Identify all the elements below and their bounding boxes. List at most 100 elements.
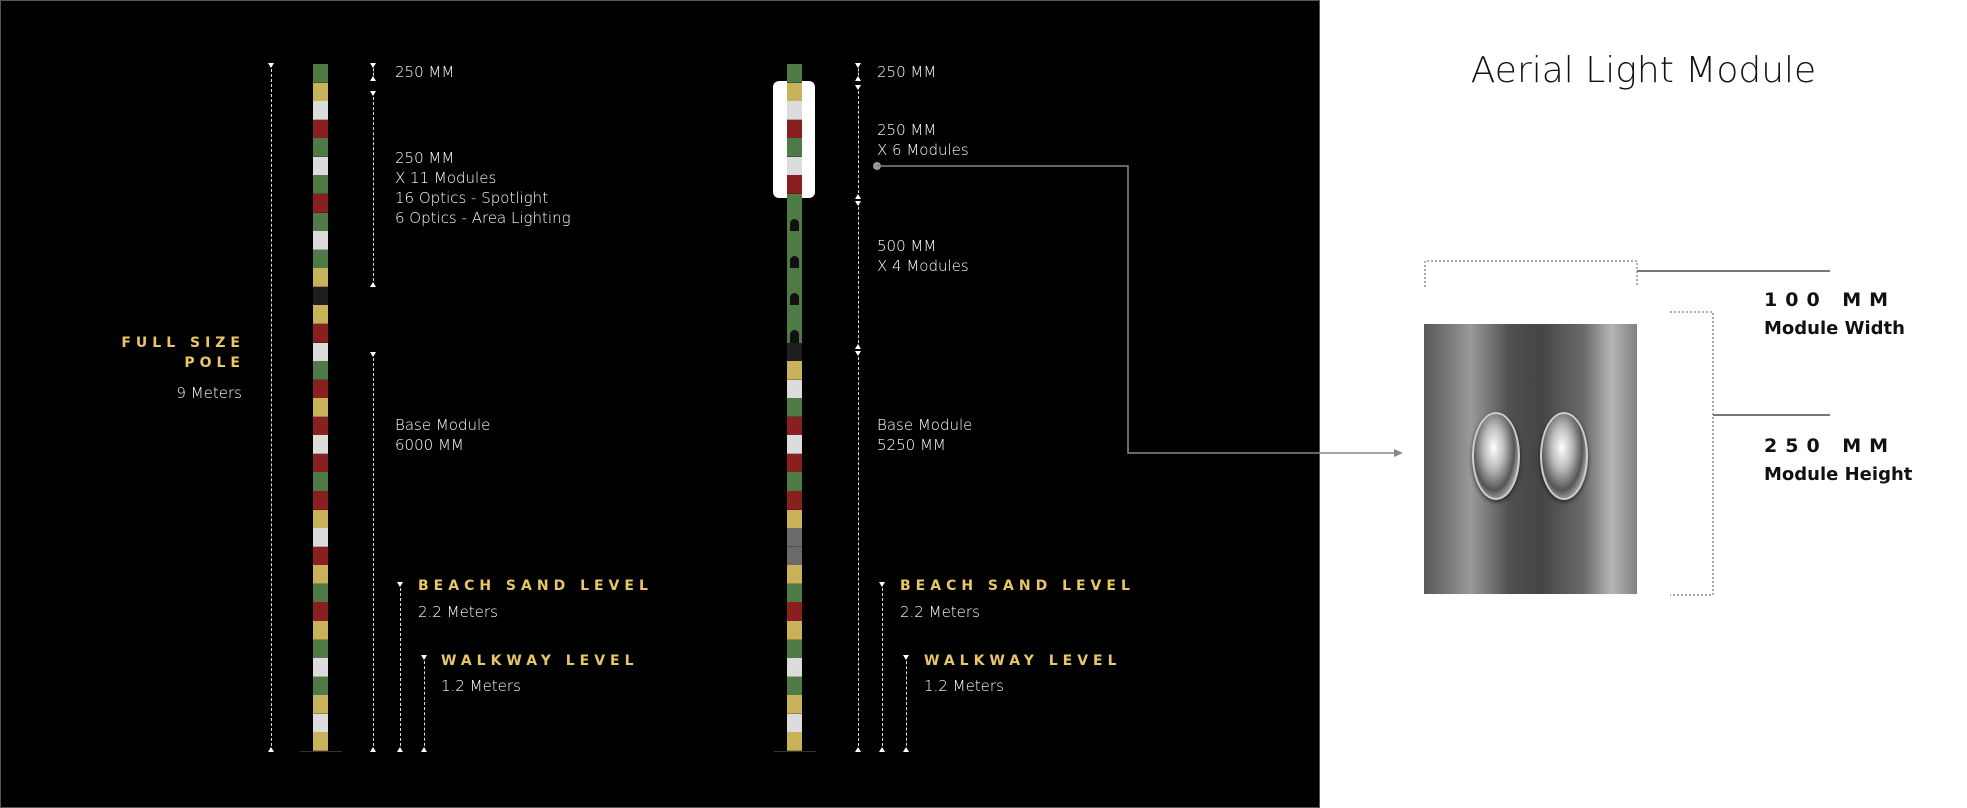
full-height-dimension [267, 63, 274, 752]
pole-segment-green [787, 472, 802, 492]
pole-segment-yellow [787, 695, 802, 715]
pole-segment-optic [787, 323, 802, 355]
beach-level-dimension [396, 582, 403, 752]
pole-segment-optic [787, 305, 802, 325]
pole-segment-red [787, 175, 802, 195]
walkway-level-value: 1.2 Meters [441, 677, 521, 695]
arrow-head-icon [1394, 449, 1403, 457]
full-size-heading: FULL SIZE [121, 335, 245, 351]
pole-segment-green [313, 175, 328, 195]
pole-segment-white [313, 435, 328, 455]
beach-level-dimension [878, 582, 885, 752]
pole-segment-green [313, 361, 328, 381]
pole-segment-yellow [313, 398, 328, 418]
ground-line [774, 751, 816, 752]
pole-segment-optic [787, 249, 802, 281]
light-module-image [1424, 324, 1637, 594]
top-module-label: 250 MM [877, 63, 937, 81]
pole-segment-green [787, 138, 802, 158]
pole-segment-green [787, 64, 802, 84]
text-line: 500 MM [877, 237, 937, 255]
pole-segment-red [313, 453, 328, 473]
top-module-dimension [369, 63, 376, 81]
modules-label: 250 MM X 11 Modules 16 Optics - Spotligh… [395, 148, 571, 228]
pole-segment-green [313, 583, 328, 603]
optic-icon [790, 219, 799, 244]
pole-segment-yellow [313, 268, 328, 288]
pole-segment-red [787, 453, 802, 473]
pole-segment-white [787, 435, 802, 455]
optic-icon [790, 256, 799, 281]
text-line: 6 Optics - Area Lighting [395, 209, 571, 227]
pole-segment-white [313, 342, 328, 362]
pole-segment-black [787, 342, 802, 362]
module-width-label: Module Width [1764, 318, 1905, 339]
walkway-level-dimension [420, 655, 427, 752]
pole-segment-optic [787, 286, 802, 318]
pole-segment-green [313, 64, 328, 84]
pole-segment-optic [787, 268, 802, 288]
pole-segment-yellow [313, 695, 328, 715]
width-bracket [1424, 260, 1638, 287]
pole-segment-yellow [313, 732, 328, 752]
pole-segment-white [313, 658, 328, 678]
pole-segment-red [313, 119, 328, 139]
modules-label: 250 MM X 6 Modules [877, 120, 969, 160]
module-width-value: 100 MM [1764, 289, 1897, 311]
text-line: Base Module [395, 416, 491, 434]
pole-heading: POLE [184, 355, 245, 371]
pole-diagram-panel [0, 0, 1320, 808]
pole-segment-yellow [787, 82, 802, 102]
text-line: 250 MM [877, 121, 937, 139]
pole-segment-red [787, 119, 802, 139]
pole-segment-yellow [787, 565, 802, 585]
pole-segment-green [313, 138, 328, 158]
detail-title: Aerial Light Module [1470, 50, 1817, 91]
modules-dimension [854, 85, 861, 199]
beach-level-value: 2.2 Meters [900, 603, 980, 621]
large-modules-dimension [854, 201, 861, 349]
pole-segment-yellow [313, 621, 328, 641]
optic-lens-icon [1472, 412, 1520, 500]
pole-segment-yellow [787, 361, 802, 381]
pole-segment-gray [787, 546, 802, 566]
height-bracket [1670, 311, 1714, 596]
pole-height: 9 Meters [176, 384, 242, 402]
pole-segment-red [313, 491, 328, 511]
pole-segment-green [787, 676, 802, 696]
beach-level-label: BEACH SAND LEVEL [418, 578, 653, 594]
optic-lens-icon [1540, 412, 1588, 500]
pole-segment-red [313, 602, 328, 622]
pole-segment-white [787, 658, 802, 678]
pole-segment-yellow [787, 732, 802, 752]
pole-segment-yellow [313, 82, 328, 102]
walkway-level-label: WALKWAY LEVEL [924, 653, 1122, 669]
pole-segment-gray [787, 528, 802, 548]
pole-segment-red [313, 416, 328, 436]
pole-segment-white [787, 379, 802, 399]
pole-segment-white [313, 231, 328, 251]
short-pole [787, 64, 802, 752]
pole-segment-yellow [313, 565, 328, 585]
base-dimension [854, 351, 861, 752]
walkway-level-label: WALKWAY LEVEL [441, 653, 639, 669]
pole-segment-green [313, 472, 328, 492]
base-label: Base Module 6000 MM [395, 415, 490, 455]
text-line: 250 MM [395, 149, 455, 167]
optic-icon [790, 293, 799, 318]
pole-segment-white [313, 713, 328, 733]
pole-segment-white [787, 713, 802, 733]
pole-segment-optic [787, 193, 802, 214]
pole-segment-green [787, 639, 802, 659]
top-module-dimension [854, 63, 861, 81]
text-line: 16 Optics - Spotlight [395, 189, 549, 207]
pole-segment-white [313, 101, 328, 121]
pole-segment-black [313, 286, 328, 306]
module-height-label: Module Height [1764, 464, 1913, 485]
pole-segment-green [313, 249, 328, 269]
text-line: Base Module [877, 416, 973, 434]
full-size-pole [313, 64, 328, 752]
pole-segment-optic [787, 212, 802, 244]
text-line: 5250 MM [877, 436, 946, 454]
